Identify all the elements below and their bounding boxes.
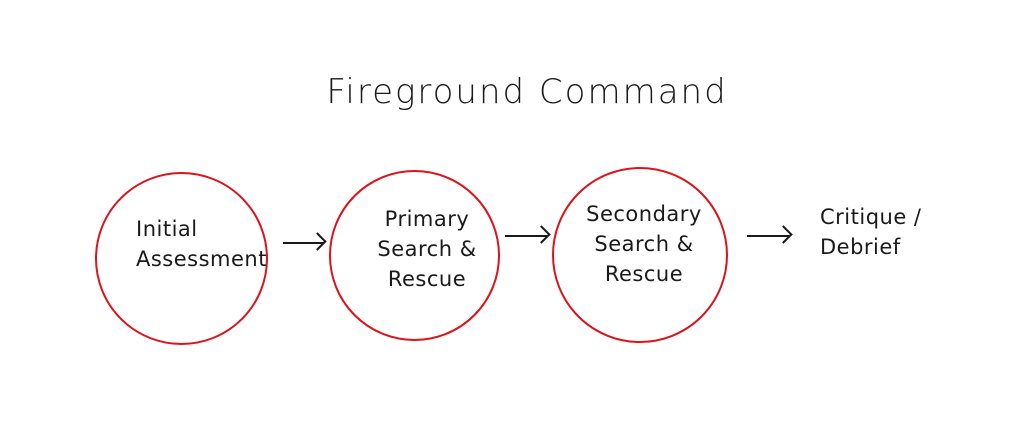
diagram-title: Fireground Command: [326, 72, 728, 112]
node-secondary-search-rescue-label: Secondary Search & Rescue: [586, 202, 702, 286]
final-step-critique-debrief: Critique / Debrief: [820, 205, 922, 259]
node-primary-search-rescue: [329, 170, 500, 341]
node-initial-assessment-label: Initial Assessment: [136, 217, 267, 271]
node-initial-assessment: [95, 172, 268, 345]
node-primary-search-rescue-label: Primary Search & Rescue: [377, 207, 477, 291]
node-secondary-search-rescue: [552, 167, 728, 343]
arrow-3: [747, 225, 793, 244]
arrow-2: [505, 225, 551, 244]
arrow-1: [283, 232, 327, 251]
